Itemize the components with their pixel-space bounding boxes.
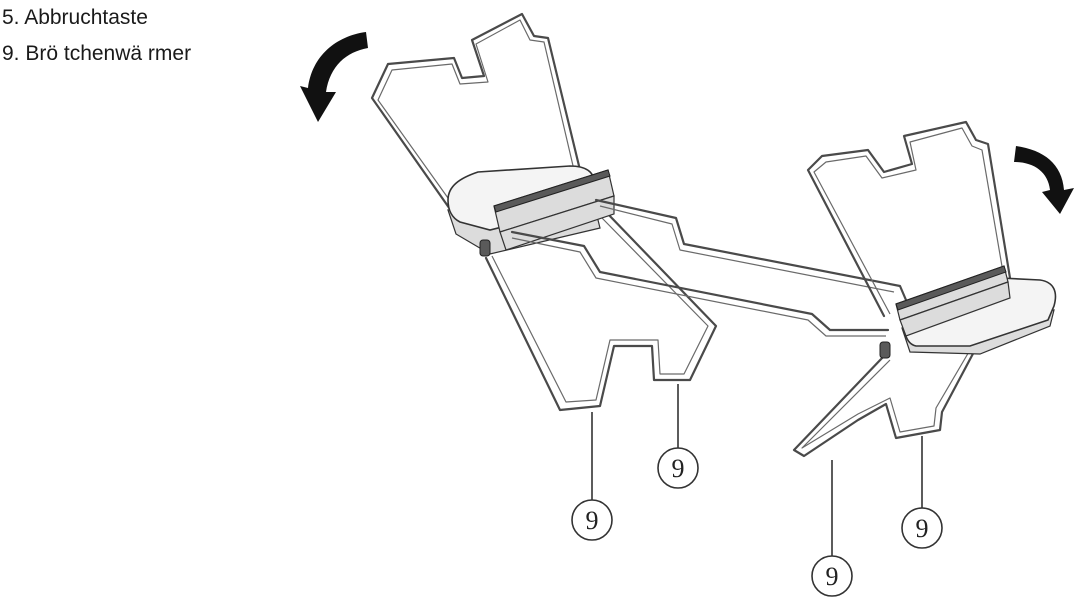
callout-9-right-outer: 9 <box>901 436 943 549</box>
callout-9-left-outer: 9 <box>657 384 699 489</box>
right-rack-upper-frame <box>806 120 1012 318</box>
curved-arrow-counterclockwise-icon <box>300 32 368 122</box>
callout-label: 9 <box>672 454 685 483</box>
left-rack-lower-frame <box>484 210 718 412</box>
callout-9-right-inner: 9 <box>811 460 853 597</box>
parts-legend: 5. Abbruchtaste 9. Brö tchenwä rmer <box>2 0 191 72</box>
left-rack-upper-frame <box>370 12 582 214</box>
left-warmer-pad <box>447 165 615 257</box>
legend-item-abbruchtaste: 5. Abbruchtaste <box>2 6 148 29</box>
curved-arrow-clockwise-icon <box>1014 146 1074 214</box>
right-rack-lower-frame <box>792 346 978 458</box>
callout-label: 9 <box>586 506 599 535</box>
legend-item-broetchenwaermer: 9. Brö tchenwä rmer <box>2 42 192 65</box>
callout-label: 9 <box>826 562 839 591</box>
callout-9-left-inner: 9 <box>571 412 613 541</box>
right-warmer-pad <box>879 265 1057 359</box>
connecting-wires <box>510 198 908 337</box>
callout-label: 9 <box>916 514 929 543</box>
